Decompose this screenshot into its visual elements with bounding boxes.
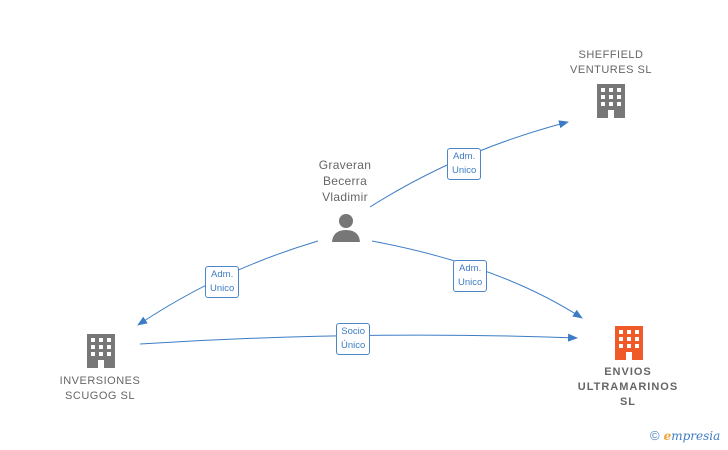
label-line: ENVIOS [604,366,652,378]
person-icon[interactable] [331,213,361,243]
edge-label-line: Adm. [211,269,234,280]
company-label-envios[interactable]: ENVIOS ULTRAMARINOS SL [568,365,688,410]
company-label-inversiones[interactable]: INVERSIONES SCUGOG SL [44,374,156,404]
label-line: Graveran [318,158,372,172]
person-label[interactable]: Graveran Becerra Vladimir [295,157,395,205]
edge-label-line: Único [341,340,366,351]
copyright-icon: © [650,428,660,443]
company-label-sheffield[interactable]: SHEFFIELD VENTURES SL [556,48,666,78]
edge-label-person-sheffield[interactable]: Adm. Unico [447,148,482,180]
label-line: Becerra [322,174,368,188]
brand-rest: mpresia [671,428,721,443]
building-icon[interactable] [597,84,625,118]
label-line: SL [619,396,637,408]
label-line: ULTRAMARINOS [577,381,679,393]
edge-label-person-envios[interactable]: Adm. Unico [453,260,488,292]
edge-label-line: Adm. [453,151,476,162]
edge-label-inversiones-envios[interactable]: Socio Único [336,323,371,355]
brand-watermark: © empresia [650,428,720,443]
label-line: INVERSIONES [59,375,141,387]
label-line: SCUGOG SL [65,390,135,402]
edge-label-person-inversiones[interactable]: Adm. Unico [205,266,240,298]
edge-label-line: Unico [452,165,477,176]
building-icon[interactable] [87,334,115,368]
brand-name: empresia [664,429,721,443]
building-icon-main[interactable] [615,326,643,360]
edge-label-line: Unico [458,277,483,288]
edge-label-line: Socio [341,326,366,337]
label-line: Vladimir [322,190,368,204]
label-line: VENTURES SL [570,64,652,76]
label-line: SHEFFIELD [578,49,644,61]
edge-label-line: Adm. [459,263,482,274]
brand-initial: e [663,428,672,443]
edge-person-envios [371,240,583,319]
edge-label-line: Unico [210,283,235,294]
